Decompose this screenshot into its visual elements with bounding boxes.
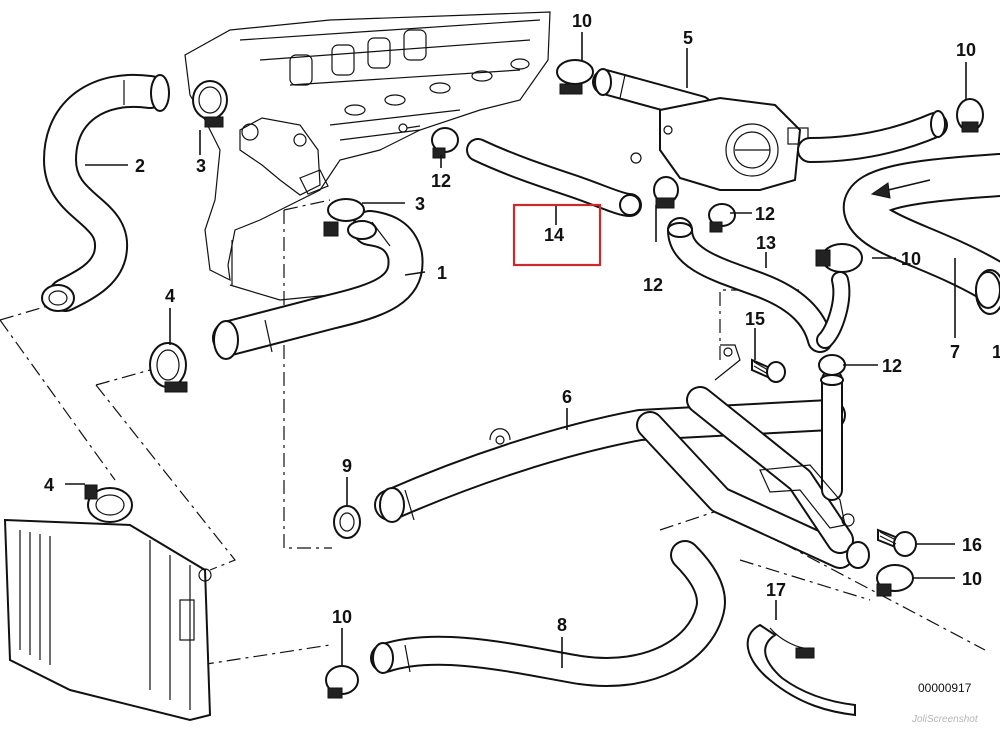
part-labels: 10 5 10 2 3 3 1 12 14 12 12 13 10 4 15 1…: [44, 11, 1000, 635]
clamp-12-lower: [818, 354, 846, 376]
small-parts: [333, 358, 917, 717]
label-10-bottom: 10: [332, 607, 352, 627]
highlight-box-14: [512, 203, 602, 267]
clamp-3-upper: [192, 80, 228, 128]
label-9: 9: [342, 456, 352, 476]
clamp-12-right: [708, 203, 736, 233]
clamp-10-bottom-right: [876, 564, 914, 597]
label-15: 15: [745, 309, 765, 329]
engine-block-drawing: [184, 11, 551, 301]
pipe-6: [374, 344, 870, 569]
clamp-4-lower: [84, 484, 133, 523]
clamp-12-mid: [653, 176, 679, 209]
label-12-mid: 12: [643, 275, 663, 295]
clip-17: [746, 623, 856, 717]
radiator: [3, 518, 212, 722]
gasket-9: [333, 505, 361, 539]
clamp-7-right: [975, 271, 1000, 309]
label-3-lower: 3: [415, 194, 425, 214]
clamp-3-lower: [323, 198, 365, 237]
label-2: 2: [135, 156, 145, 176]
label-12-top: 12: [431, 171, 451, 191]
label-6: 6: [562, 387, 572, 407]
hose-1: [212, 210, 424, 360]
clamp-10-top: [556, 59, 594, 95]
hose-14: [466, 138, 642, 217]
label-1-right: 1: [992, 342, 1000, 362]
leader-lines: [65, 32, 967, 668]
label-10-top: 10: [572, 11, 592, 31]
hose-5-assembly: [592, 68, 948, 191]
clamp-4-upper: [149, 342, 188, 393]
diagram-code: 00000917: [918, 681, 972, 695]
label-3-upper: 3: [196, 156, 206, 176]
label-10-right-top: 10: [956, 40, 976, 60]
clamp-10-right-top: [956, 98, 984, 133]
clamp-10-mid: [815, 243, 863, 273]
label-12-right: 12: [755, 204, 775, 224]
bolt-15: [751, 358, 786, 383]
hose-2: [41, 73, 170, 312]
label-10-mid: 10: [901, 249, 921, 269]
label-8: 8: [557, 615, 567, 635]
bolt-16: [877, 528, 917, 557]
label-4-lower: 4: [44, 475, 54, 495]
hose-clamps: [84, 59, 1000, 699]
label-13: 13: [756, 233, 776, 253]
label-10-bottom-right: 10: [962, 569, 982, 589]
label-5: 5: [683, 28, 693, 48]
label-16: 16: [962, 535, 982, 555]
hose-8: [370, 540, 726, 687]
label-7: 7: [950, 342, 960, 362]
hose-13: [667, 217, 851, 353]
label-1: 1: [437, 263, 447, 283]
label-17: 17: [766, 580, 786, 600]
label-14: 14: [544, 225, 564, 245]
label-12-lower: 12: [882, 356, 902, 376]
label-4-upper: 4: [165, 286, 175, 306]
clamp-12-top: [431, 127, 459, 159]
watermark: JoliScreenshot: [911, 714, 979, 725]
clamp-10-bottom: [325, 665, 359, 699]
